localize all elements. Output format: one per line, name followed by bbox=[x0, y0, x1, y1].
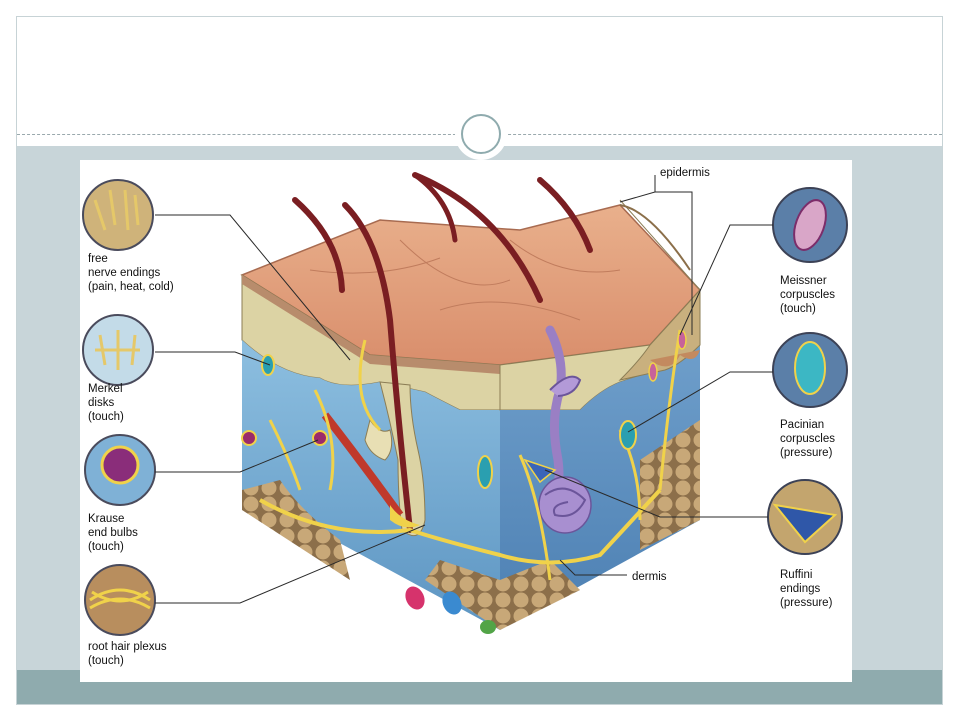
label-meissner-corpuscles: Meissner corpuscles (touch) bbox=[780, 275, 835, 315]
label-free-nerve-endings: free nerve endings (pain, heat, cold) bbox=[88, 253, 174, 293]
label-ruffini-endings: Ruffini endings (pressure) bbox=[780, 569, 833, 609]
label-epidermis: epidermis bbox=[660, 167, 710, 179]
skin-block-illustration bbox=[82, 172, 848, 636]
label-dermis: dermis bbox=[632, 571, 667, 583]
label-pacinian-corpuscles: Pacinian corpuscles (pressure) bbox=[780, 419, 835, 459]
skin-receptors-diagram: free nerve endings (pain, heat, cold) Me… bbox=[80, 160, 852, 682]
label-merkel-disks: Merkel disks (touch) bbox=[88, 383, 124, 423]
label-krause-end-bulbs: Krause end bulbs (touch) bbox=[88, 513, 138, 553]
free-nerve-endings-inset-icon bbox=[82, 179, 154, 251]
slide-ornament-icon bbox=[455, 108, 507, 160]
label-root-hair-plexus: root hair plexus (touch) bbox=[88, 641, 167, 667]
